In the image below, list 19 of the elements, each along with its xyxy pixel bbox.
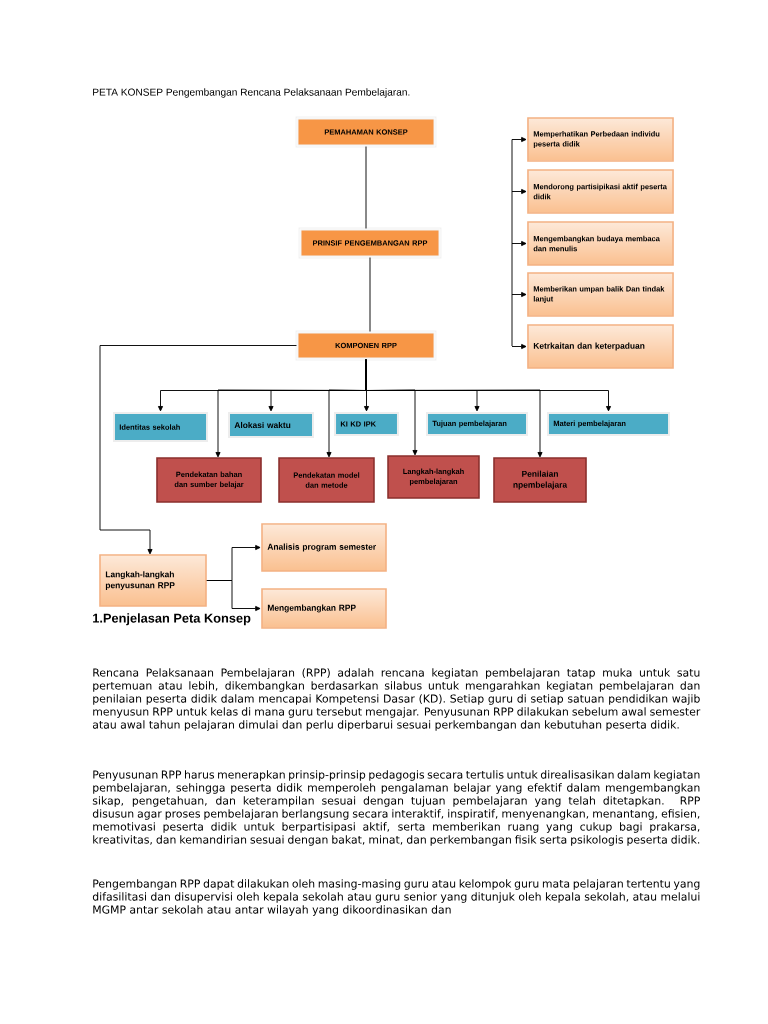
principle-box: Ketrkaitan dan keterpaduan [527,324,674,369]
principle-box: Mengembangkan RPP [261,588,387,629]
arrow [511,188,527,195]
component-box: Alokasi waktu [228,412,314,438]
arrow [511,240,527,247]
arrow [99,345,297,555]
principle-box: Langkah-langkah penyusunan RPP [99,554,207,607]
paragraph: Penyusunan RPP harus menerapkan prinsip-prinsip pedagogis secara tertulis untuk direalisasikan dalam kegiatan pembelajaran, sehingga peserta didik memperoleh pengalaman belajar yang efektif dalam mengembangkan sikap, pengetahuan, dan keterampilan sesuai dengan tujuan pembelajaran yang telah ditetapkan. RPP disusun agar proses pembelajaran berlangsung secara interaktif, inspiratif, menyenangkan, menantang, efisien, memotivasi peserta didik untuk berpartisipasi aktif, serta memberikan ruang yang cukup bagi prakarsa, kreativitas, dan kemandirian sesuai dengan bakat, minat, dan perkembangan fisik serta psikologis peserta didik. [92,770,700,846]
arrow [511,136,527,347]
title: PETA KONSEP Pengembangan Rencana Pelaksanaan Pembelajaran. [93,88,410,98]
paragraph: Rencana Pelaksanaan Pembelajaran (RPP) adalah rencana kegiatan pembelajaran tatap muka untuk satu pertemuan atau lebih, dikembangkan berdasarkan silabus untuk mengarahkan kegiatan pembelajaran dan penilaian peserta didik dalam mencapai Kompetensi Dasar (KD). Setiap guru di setiap satuan pendidikan wajib menyusun RPP untuk kelas di mana guru tersebut mengajar. Penyusunan RPP dilakukan sebelum awal semester atau awal tahun pelajaran dimulai dan perlu diperbarui sesuai perkembangan dan kebutuhan peserta didik. [92,668,701,731]
component-box: Penilaian npembelajara [493,457,587,503]
principle-box: Analisis program semester [261,523,387,572]
section-heading: 1.Penjelasan Peta Konsep [93,613,251,626]
arrow [511,343,527,350]
arrow [511,291,527,298]
arrow [206,580,261,612]
arrow [365,359,543,458]
paragraph: Pengembangan RPP dapat dilakukan oleh masing-masing guru atau kelompok guru mata pelajaran tertentu yang difasilitasi dan disupervisi oleh kepala sekolah atau guru senior yang ditunjuk oleh kepala sekolah, atau melalui MGMP antar sekolah atau antar wilayah yang dikoordinasikan dan [92,879,700,916]
